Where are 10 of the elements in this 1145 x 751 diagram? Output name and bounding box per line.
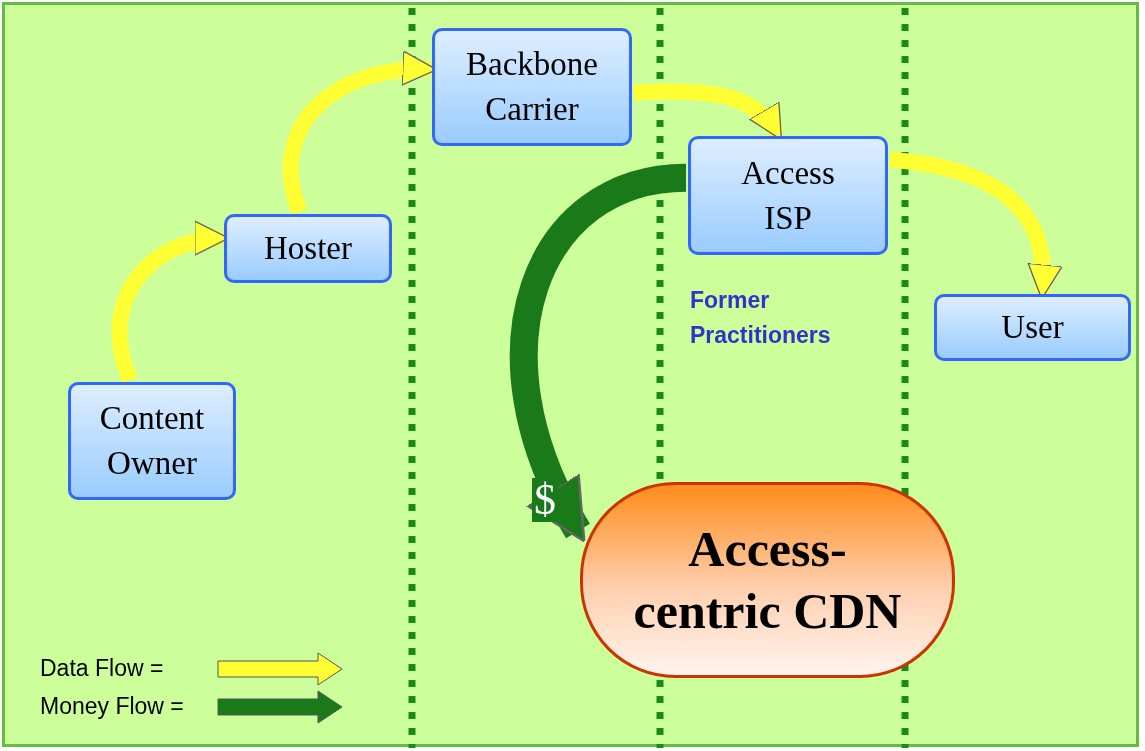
process-box: Access ISP [688, 136, 888, 255]
process-box: Content Owner [68, 382, 236, 500]
process-box: Backbone Carrier [432, 28, 632, 146]
capsule-box: Access-centric CDN [580, 482, 955, 678]
legend-label: Data Flow = [40, 655, 164, 682]
process-box: Hoster [224, 214, 392, 283]
legend-label: Money Flow = [40, 693, 184, 720]
edge-label: $ [532, 478, 558, 522]
note-heading: Former Practitioners [690, 286, 832, 350]
process-box: User [934, 294, 1131, 361]
